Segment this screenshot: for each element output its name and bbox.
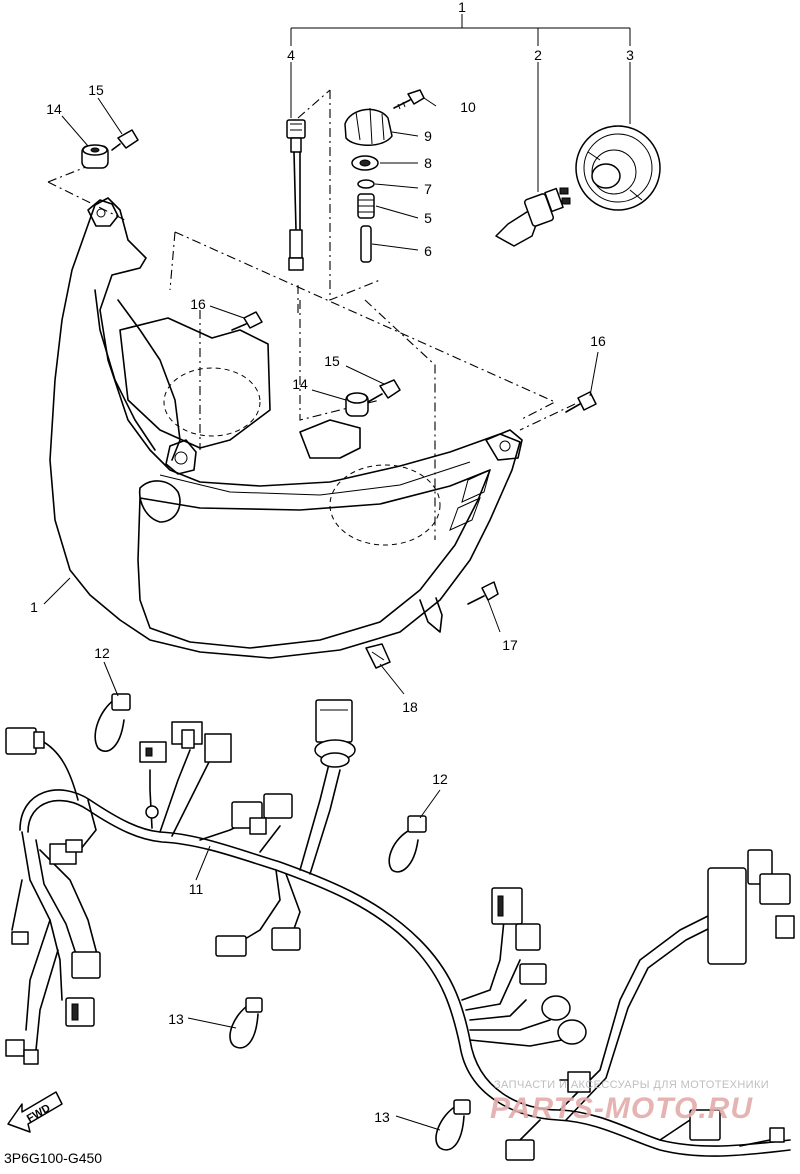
grommet-part-center <box>345 392 369 417</box>
bolt-part <box>111 129 139 151</box>
nut-part <box>351 155 379 171</box>
headlight-assembly <box>49 197 523 659</box>
fwd-label: FWD <box>25 1102 53 1125</box>
cover-part <box>575 125 661 211</box>
watermark-tagline: ЗАПЧАСТИ И АКСЕССУАРЫ ДЛЯ МОТОТЕХНИКИ <box>494 1079 769 1091</box>
bolt-part-center <box>367 379 401 403</box>
callout-9: 9 <box>424 128 432 144</box>
watermark: ЗАПЧАСТИ И АКСЕССУАРЫ ДЛЯ МОТОТЕХНИКИ PA… <box>490 1079 769 1125</box>
clamp-part-upper <box>94 693 131 753</box>
assembly-lines <box>47 89 576 540</box>
callout-11: 11 <box>189 881 204 897</box>
callout-15-center: 15 <box>324 353 340 369</box>
leader-lines <box>43 97 599 1131</box>
adjuster-nut-part <box>357 193 375 219</box>
screw-part-lower <box>467 581 499 605</box>
callout-17: 17 <box>502 637 518 653</box>
harness-connectors <box>5 699 795 1161</box>
callout-18: 18 <box>402 699 418 715</box>
callout-1-left: 1 <box>30 599 38 615</box>
part-code: 3P6G100-G450 <box>4 1150 102 1166</box>
clamp-part-lower <box>388 815 427 873</box>
callout-3: 3 <box>626 47 634 63</box>
grommet-part <box>81 144 109 169</box>
callout-12-upper: 12 <box>94 645 110 661</box>
callout-1-top: 1 <box>458 0 466 15</box>
washer-part <box>357 179 375 189</box>
band-part-left <box>229 997 263 1049</box>
callout-10: 10 <box>460 99 476 115</box>
callout-4: 4 <box>287 47 295 63</box>
callout-13-left: 13 <box>168 1011 184 1027</box>
damper-part <box>344 107 393 146</box>
bulb-part <box>495 187 571 247</box>
screw-part-right <box>565 391 597 413</box>
callout-6: 6 <box>424 243 432 259</box>
fwd-arrow: FWD <box>7 1091 63 1133</box>
band-part-right <box>435 1099 471 1151</box>
callout-2: 2 <box>534 47 542 63</box>
callout-labels: 1 1 2 3 4 5 6 7 8 9 10 11 12 12 13 13 14… <box>30 0 634 1125</box>
watermark-logo: PARTS-MOTO.RU <box>490 1092 753 1125</box>
screw-part <box>393 89 425 110</box>
callout-12-lower: 12 <box>432 771 448 787</box>
callout-15-upper: 15 <box>88 82 104 98</box>
callout-14-upper: 14 <box>46 101 62 117</box>
callout-7: 7 <box>424 181 432 197</box>
callout-16-left: 16 <box>190 296 206 312</box>
callout-8: 8 <box>424 155 432 171</box>
wire-harness <box>11 739 791 1157</box>
callout-13-right: 13 <box>374 1109 390 1125</box>
callout-5: 5 <box>424 210 432 226</box>
speed-nut-part <box>365 643 391 669</box>
bulb-socket-cord <box>286 119 306 271</box>
assembly-bracket <box>290 14 631 192</box>
callout-14-center: 14 <box>292 376 308 392</box>
callout-16-right: 16 <box>590 333 606 349</box>
adjuster-shaft-part <box>360 225 372 263</box>
screw-part-left <box>231 311 263 331</box>
